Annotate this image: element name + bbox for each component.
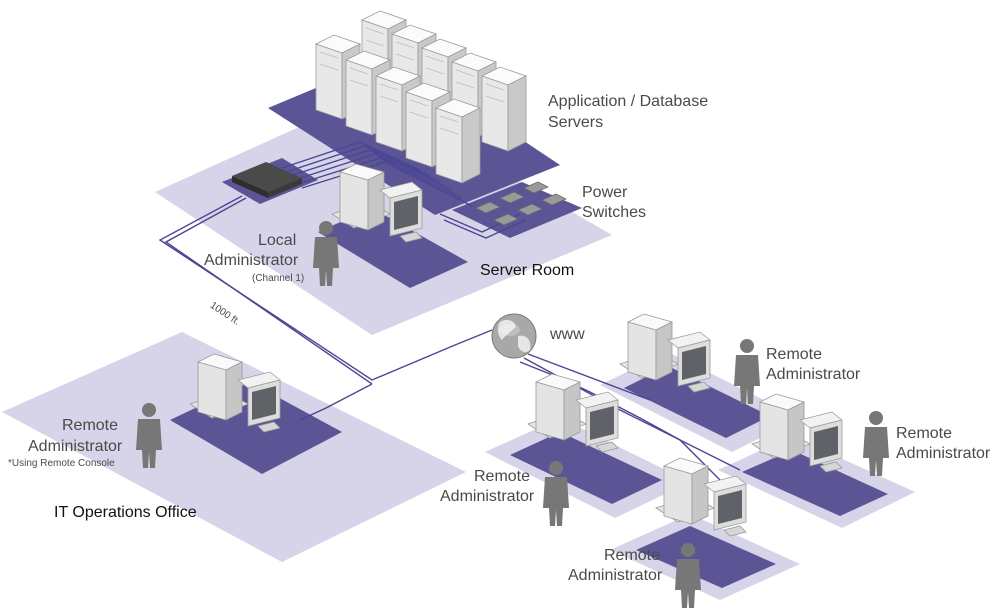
local-admin-pad <box>318 208 468 288</box>
power-switches-label-line1: Power <box>582 184 628 201</box>
it-operations-office-label: IT Operations Office <box>54 504 197 521</box>
kvm-switch <box>232 162 302 198</box>
remote-admin-4-label-line2: Administrator <box>568 567 663 584</box>
it-office-admin-label-line2: Administrator <box>28 438 123 455</box>
remote-admin-4-label-line1: Remote <box>604 547 661 564</box>
www-label: www <box>550 326 585 343</box>
app-servers-label-line2: Servers <box>548 114 604 131</box>
it-office-admin-label-line1: Remote <box>62 417 119 434</box>
app-servers-label-line1: Application / Database <box>548 93 709 110</box>
power-switch-pad <box>452 182 582 238</box>
remote-console-note: *Using Remote Console <box>8 458 115 469</box>
remote-admin-1-label-line1: Remote <box>766 346 823 363</box>
remote-admin-3-label-line1: Remote <box>896 425 953 442</box>
remote-pad-3 <box>742 450 888 516</box>
remote-admin-2-label-line1: Remote <box>474 468 531 485</box>
remote-admin-3-label-line2: Administrator <box>896 445 991 462</box>
power-switches-label-line2: Switches <box>582 204 647 221</box>
local-admin-label-line2: Administrator <box>204 252 299 269</box>
remote-administrator-3-person-icon <box>863 411 889 476</box>
remote-admin-2-label-line2: Administrator <box>440 488 535 505</box>
remote-pad-1 <box>624 366 770 438</box>
remote-pad-2 <box>510 432 662 504</box>
globe-icon <box>491 313 537 359</box>
local-admin-channel: (Channel 1) <box>252 273 305 284</box>
power-switches <box>475 181 567 226</box>
server-room-label: Server Room <box>480 262 575 279</box>
remote-admin-1-label-line2: Administrator <box>766 366 861 383</box>
remote-pad-4 <box>636 526 776 588</box>
local-admin-label-line1: Local <box>258 232 297 249</box>
